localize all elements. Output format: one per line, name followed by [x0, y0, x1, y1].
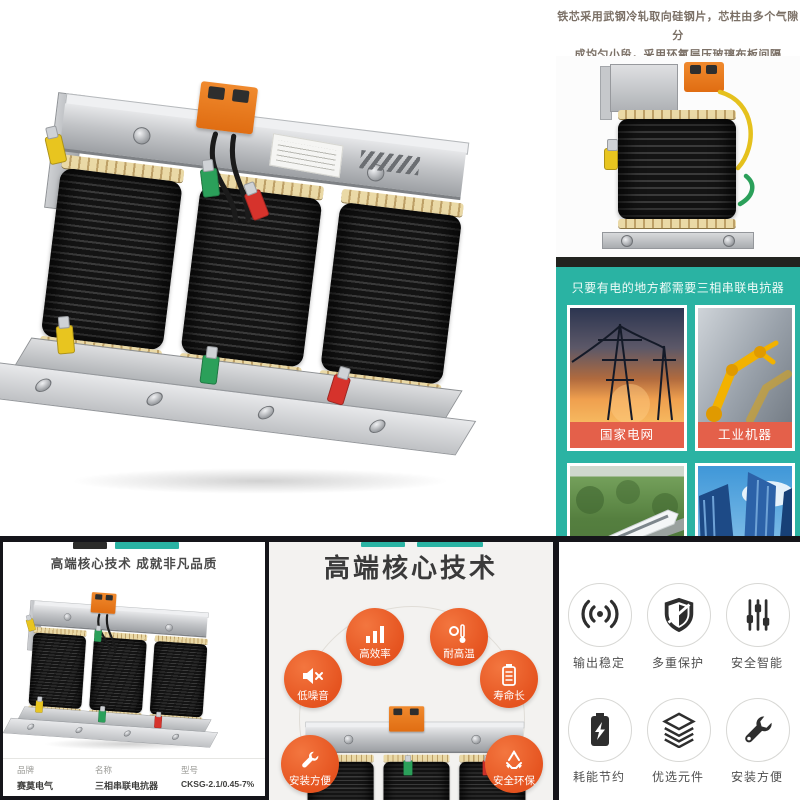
intro-line-1: 铁芯采用武钢冷轧取向硅钢片，芯柱由多个气隙分 — [557, 11, 799, 42]
spec-table: 品牌 赛莫电气 名称 三相串联电抗器 型号 CKSG-2.1/0.45-7% — [3, 758, 265, 796]
benefit-label: 安装方便 — [730, 770, 783, 784]
sliders-icon — [746, 599, 770, 631]
applications-banner-text: 只要有电的地方都需要三相串联电抗器 — [571, 281, 785, 295]
black-wires — [209, 131, 251, 224]
terminal-clamp — [231, 89, 250, 104]
terminal-clamp — [207, 86, 226, 101]
layers-icon — [662, 712, 696, 748]
benefit-protection-circle — [647, 583, 711, 647]
application-photo-buildings — [695, 463, 795, 540]
benefit-label: 耗能节约 — [572, 770, 625, 784]
green-terminal-lug — [199, 167, 221, 198]
yellow-terminal-lug — [604, 139, 618, 170]
yellow-green-wires — [717, 89, 755, 207]
feature-label: 高效率 — [359, 648, 391, 660]
reactor-base — [602, 232, 754, 249]
bracket-plate — [610, 64, 678, 112]
feature-easy-install: 安装方便 — [281, 735, 339, 793]
signal-icon — [581, 599, 619, 629]
feature-label: 安全环保 — [493, 775, 535, 787]
vertical-divider — [265, 542, 269, 800]
clipped-heading — [417, 542, 483, 547]
left-edge-line — [0, 542, 3, 800]
clipped-heading — [73, 542, 107, 549]
applications-panel: 只要有电的地方都需要三相串联电抗器 国家电网 工业机 — [556, 267, 800, 540]
benefit-label: 优选元件 — [651, 770, 704, 784]
wrench-icon — [302, 751, 319, 768]
bottom-edge-line — [0, 796, 265, 800]
shield-icon — [664, 597, 694, 633]
product-shadow — [70, 468, 450, 494]
vertical-divider — [553, 542, 559, 800]
power-grid-image — [570, 308, 684, 422]
speaker-mute-icon — [303, 668, 323, 684]
terminal-block — [684, 62, 724, 92]
spec-header: 品牌 — [17, 765, 35, 775]
benefit-energy-saving-circle — [568, 698, 632, 762]
photo-caption: 国家电网 — [570, 422, 684, 448]
spec-header: 名称 — [95, 765, 113, 775]
spec-value: 三相串联电抗器 — [95, 781, 159, 791]
thermometer-icon — [449, 624, 466, 643]
benefit-easy-install-circle — [726, 698, 790, 762]
yellow-terminal-lug — [55, 324, 76, 355]
feature-long-life: 寿命长 — [480, 650, 538, 708]
wrench-icon — [745, 716, 772, 743]
spec-header: 型号 — [181, 765, 199, 775]
spec-value: CKSG-2.1/0.45-7% — [181, 779, 255, 789]
benefit-label: 多重保护 — [651, 656, 704, 670]
green-terminal-lug — [199, 354, 221, 385]
single-reactor-photo — [556, 56, 800, 257]
spec-column-model: 型号 CKSG-2.1/0.45-7% — [181, 759, 254, 789]
reactor-photo-partial — [301, 706, 532, 800]
photo-caption: 工业机器 — [698, 422, 792, 448]
recycle-icon — [506, 750, 522, 769]
benefit-label: 安全智能 — [730, 656, 783, 670]
horizontal-divider — [0, 536, 800, 542]
feature-heat-resistant: 耐高温 — [430, 608, 488, 666]
three-phase-reactor-photo — [0, 78, 485, 464]
benefits-icon-panel: 输出稳定 多重保护 安全智能 耗能节约 — [559, 542, 800, 800]
clipped-heading-band — [556, 257, 800, 267]
core-technology-panel: 高端核心技术 高效率 耐高温 低噪音 — [269, 542, 553, 800]
application-photo-power-grid: 国家电网 — [567, 305, 687, 451]
feature-label: 低噪音 — [297, 690, 329, 702]
intro-text-block: 铁芯采用武钢冷轧取向硅钢片，芯柱由多个气隙分 成均匀小段，采用环氧层压玻璃布板间… — [556, 0, 800, 61]
feature-eco-safe: 安全环保 — [485, 735, 543, 793]
spec-column-brand: 品牌 赛莫电气 — [17, 759, 53, 792]
glass-buildings-image — [698, 466, 792, 540]
product-spec-panel: 高端核心技术 成就非凡品质 品牌 赛莫电气 — [3, 542, 265, 796]
battery-bolt-icon — [591, 713, 609, 746]
industrial-robot-image — [698, 308, 792, 422]
high-speed-train-image — [570, 466, 684, 540]
benefit-smart-safety-circle — [726, 583, 790, 647]
spec-value: 赛莫电气 — [17, 781, 54, 791]
battery-icon — [502, 664, 516, 686]
benefit-premium-parts-circle — [647, 698, 711, 762]
benefit-label: 输出稳定 — [572, 656, 625, 670]
clipped-heading — [115, 542, 179, 549]
feature-low-noise: 低噪音 — [284, 650, 342, 708]
clipped-heading — [361, 542, 405, 547]
feature-label: 寿命长 — [493, 690, 525, 702]
application-photo-industrial-robot: 工业机器 — [695, 305, 795, 451]
coil — [618, 110, 736, 228]
main-product-photo-panel — [0, 0, 556, 540]
feature-label: 耐高温 — [443, 648, 475, 660]
bar-chart-icon — [366, 626, 384, 643]
quality-subtitle: 高端核心技术 成就非凡品质 — [50, 557, 218, 571]
feature-high-efficiency: 高效率 — [346, 608, 404, 666]
reactor-photo-small — [3, 592, 219, 752]
benefit-stable-output-circle — [568, 583, 632, 647]
feature-label: 安装方便 — [289, 775, 331, 787]
core-technology-title: 高端核心技术 — [323, 553, 498, 583]
application-photo-train — [567, 463, 687, 540]
spec-column-name: 名称 三相串联电抗器 — [95, 759, 158, 792]
